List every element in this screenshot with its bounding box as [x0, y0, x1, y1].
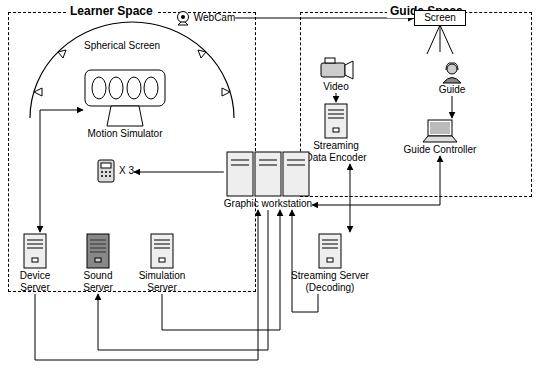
node-label: Simulation Server: [134, 270, 190, 294]
node-label: Graphic workstation: [224, 198, 312, 210]
connector: [312, 156, 440, 205]
screen-label: Spherical Screen: [84, 40, 160, 52]
node-label: Guide Controller: [404, 144, 477, 156]
video-camera-icon: [317, 55, 355, 81]
connector: [35, 210, 258, 360]
node-label: Learner Space: [67, 4, 156, 18]
sound-server-icon: [85, 232, 111, 270]
simulation-server-icon: [149, 232, 175, 270]
phone: X 3: [96, 158, 134, 184]
motion-simulator: Motion Simulator: [83, 68, 167, 140]
connector: [40, 110, 83, 232]
video-camera: Video: [317, 55, 355, 93]
streaming-server-icon: [317, 232, 343, 270]
connector: [452, 96, 453, 118]
encoder-server: Streaming Data Encoder: [305, 102, 367, 164]
device-server-icon: [22, 232, 48, 270]
connector: [336, 93, 337, 102]
streaming-server: Streaming Server (Decoding): [288, 232, 372, 294]
connector: [350, 164, 351, 232]
motion-simulator-icon: [83, 68, 167, 128]
phone-icon: [96, 158, 119, 184]
simulation-server: Simulation Server: [134, 232, 190, 294]
tripod: [427, 25, 453, 54]
guide-controller: Guide Controller: [404, 118, 477, 156]
node-label: Streaming Server (Decoding): [288, 270, 372, 294]
node-label: Device Server: [12, 270, 58, 294]
device-server: Device Server: [12, 232, 58, 294]
webcam: WebCam: [175, 10, 236, 26]
node-label: Screen: [424, 12, 456, 24]
node-label: Video: [323, 81, 348, 93]
guide-person-icon: [441, 62, 463, 84]
connector: [98, 210, 268, 350]
screen: Screen: [414, 10, 466, 26]
connector: [292, 210, 318, 312]
spherical-screen-arc: [30, 22, 234, 118]
encoder-server-icon: [323, 102, 349, 140]
webcam-icon: [175, 10, 194, 26]
connector: [134, 172, 224, 173]
guide-controller-icon: [422, 118, 458, 144]
node-label: Guide: [439, 84, 466, 96]
graphic-workstation-icon: [225, 150, 311, 198]
guide-space: Guide SpaceScreenVideoStreaming Data Enc…: [300, 12, 532, 197]
node-label: X 3: [119, 165, 134, 177]
guide-person: Guide: [439, 62, 466, 96]
graphic-workstation: Graphic workstation: [224, 150, 312, 210]
sound-server: Sound Server: [75, 232, 121, 294]
node-label: Motion Simulator: [87, 128, 162, 140]
node-label: WebCam: [194, 12, 236, 24]
node-label: Sound Server: [75, 270, 121, 294]
node-label: Streaming Data Encoder: [305, 140, 367, 164]
